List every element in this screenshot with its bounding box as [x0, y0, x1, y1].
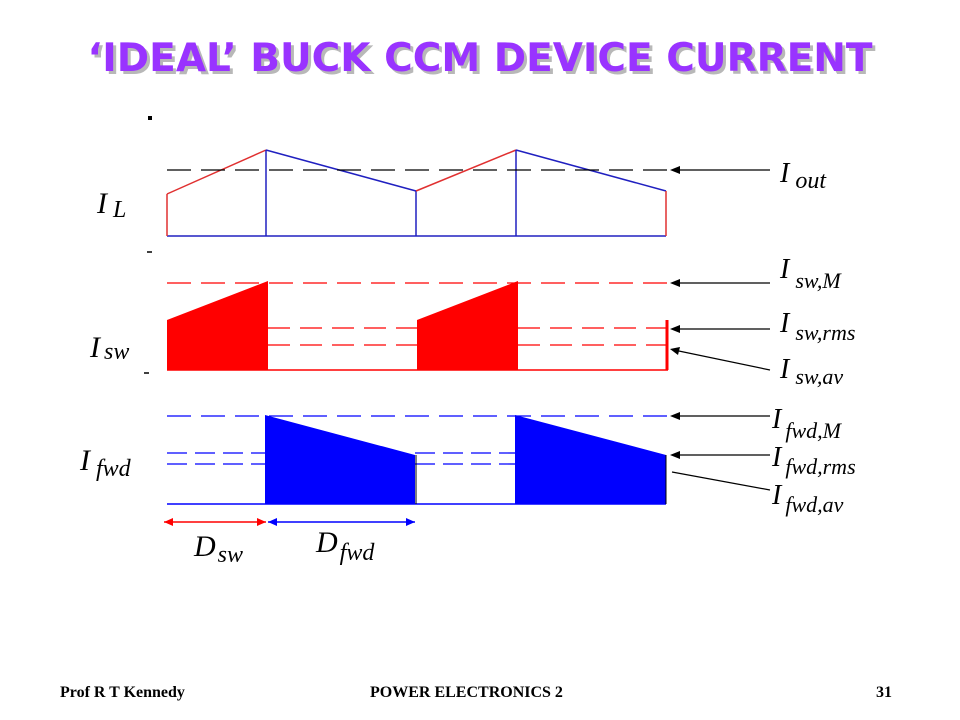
switch-current-waveform [167, 281, 669, 371]
page-title: ‘IDEAL’ BUCK CCM DEVICE CURRENT [87, 36, 873, 81]
arrowhead [268, 518, 277, 526]
il-rise-2 [415, 149, 517, 192]
il-rise-1 [166, 149, 267, 195]
diode-current-waveform [167, 415, 668, 505]
arrowhead [257, 518, 266, 526]
dfwd-label: Dfwd [315, 526, 375, 566]
diode-pulse [265, 415, 415, 504]
tick-mark [148, 116, 152, 120]
arrowhead [406, 518, 415, 526]
diode-pulse [515, 415, 666, 504]
footer-page-number: 31 [876, 684, 892, 701]
footer-course: POWER ELECTRONICS 2 [370, 684, 563, 701]
switch-pulse [167, 281, 268, 370]
inductor-current-waveform [166, 149, 668, 237]
switch-pulse [417, 281, 518, 370]
footer-author: Prof R T Kennedy [60, 684, 185, 701]
pointer-arrows [670, 166, 771, 491]
dsw-label: Dsw [193, 530, 243, 568]
duty-arrows [164, 518, 415, 526]
arrowhead [164, 518, 173, 526]
